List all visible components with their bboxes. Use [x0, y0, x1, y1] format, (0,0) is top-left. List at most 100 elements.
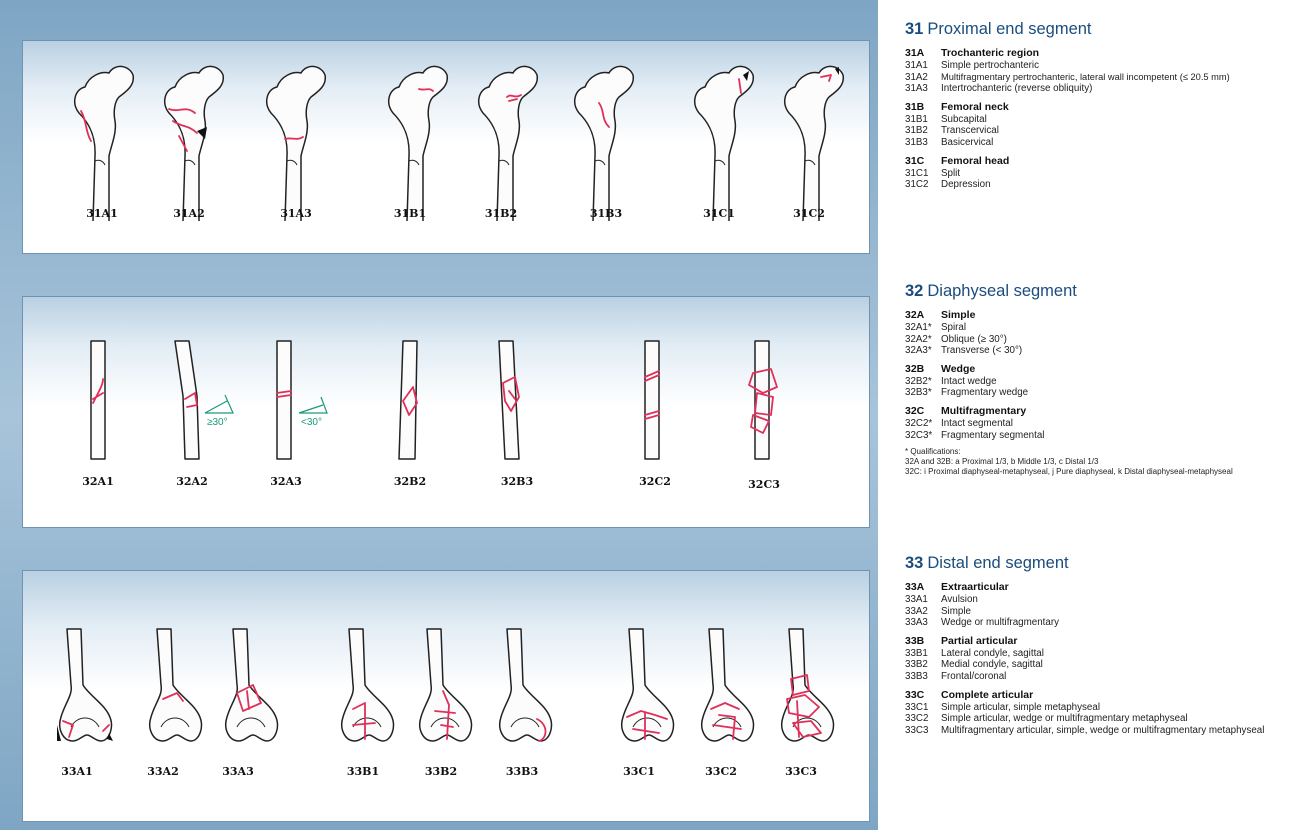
- item-code: 33A1: [905, 594, 941, 606]
- distal-33B3: [500, 629, 552, 741]
- illustration-area: 31A1 31A2 31A3 31B1 31B2 31B3 31C1 31C2 …: [0, 0, 878, 830]
- distal-33A2: [150, 629, 202, 741]
- group-name: Partial articular: [941, 635, 1017, 648]
- fracture-label: 33A2: [133, 765, 193, 778]
- group-code: 32B: [905, 363, 941, 376]
- fracture-label: 32A1: [68, 475, 128, 488]
- femur-31B3: [575, 66, 634, 221]
- list-item: 32A2*Oblique (≥ 30°): [905, 334, 1289, 346]
- section-number: 33: [905, 554, 923, 572]
- item-text: Intact segmental: [941, 418, 1289, 430]
- shaft-32C2: [645, 341, 659, 459]
- item-text: Simple: [941, 606, 1289, 618]
- fracture-label: 31A2: [159, 207, 219, 220]
- item-text: Transverse (< 30°): [941, 345, 1289, 357]
- group-code: 33C: [905, 689, 941, 702]
- fracture-label: 31A3: [266, 207, 326, 220]
- item-text: Subcapital: [941, 114, 1289, 126]
- item-text: Intact wedge: [941, 376, 1289, 388]
- distal-33C1: [622, 629, 674, 741]
- list-item: 32B2*Intact wedge: [905, 376, 1289, 388]
- item-code: 33C1: [905, 702, 941, 714]
- item-text: Simple articular, simple metaphyseal: [941, 702, 1289, 714]
- fracture-label: 33A3: [208, 765, 268, 778]
- group-name: Complete articular: [941, 689, 1033, 702]
- shaft-32B3: [499, 341, 519, 459]
- item-text: Avulsion: [941, 594, 1289, 606]
- item-code: 31A1: [905, 60, 941, 72]
- shaft-32A2: [175, 341, 199, 459]
- femur-31A2: [165, 66, 224, 221]
- fracture-label: 32C2: [625, 475, 685, 488]
- angle-label-lt30: <30°: [301, 417, 322, 428]
- fracture-label: 31B3: [576, 207, 636, 220]
- fracture-label: 31C2: [779, 207, 839, 220]
- angle-lt30: <30°: [299, 397, 327, 428]
- group-code: 33A: [905, 581, 941, 594]
- distal-femur-drawings: [23, 571, 869, 821]
- fracture-label: 32C3: [734, 478, 794, 491]
- item-code: 33A3: [905, 617, 941, 629]
- group-name: Femoral head: [941, 155, 1009, 168]
- femur-31A1: [75, 66, 134, 221]
- list-item: 32C3*Fragmentary segmental: [905, 430, 1289, 442]
- item-code: 32C3*: [905, 430, 941, 442]
- item-code: 31B3: [905, 137, 941, 149]
- fracture-label: 31B2: [471, 207, 531, 220]
- fracture-label: 33B1: [333, 765, 393, 778]
- item-text: Simple articular, wedge or multifragment…: [941, 713, 1289, 725]
- item-text: Intertrochanteric (reverse obliquity): [941, 83, 1289, 95]
- shaft-32A3: [277, 341, 291, 459]
- section-number: 32: [905, 282, 923, 300]
- list-item: 32A1*Spiral: [905, 322, 1289, 334]
- group-code: 31C: [905, 155, 941, 168]
- item-text: Fragmentary segmental: [941, 430, 1289, 442]
- item-text: Spiral: [941, 322, 1289, 334]
- item-text: Split: [941, 168, 1289, 180]
- fracture-label: 33B3: [492, 765, 552, 778]
- item-code: 32A1*: [905, 322, 941, 334]
- panel-distal: 33A1 33A2 33A3 33B1 33B2 33B3 33C1 33C2 …: [22, 570, 870, 822]
- shaft-32A1: [91, 341, 105, 459]
- item-code: 33C3: [905, 725, 941, 737]
- item-code: 33B1: [905, 648, 941, 660]
- item-text: Oblique (≥ 30°): [941, 334, 1289, 346]
- femur-31C1: [695, 66, 754, 221]
- fracture-label: 33B2: [411, 765, 471, 778]
- item-code: 32B2*: [905, 376, 941, 388]
- qualifications-line: 32A and 32B: a Proximal 1/3, b Middle 1/…: [905, 457, 1289, 467]
- item-code: 33B3: [905, 671, 941, 683]
- fracture-label: 32B3: [487, 475, 547, 488]
- item-code: 31A2: [905, 72, 941, 84]
- panel-proximal: 31A1 31A2 31A3 31B1 31B2 31B3 31C1 31C2: [22, 40, 870, 254]
- section-name: Diaphyseal segment: [927, 282, 1077, 300]
- group-name: Wedge: [941, 363, 975, 376]
